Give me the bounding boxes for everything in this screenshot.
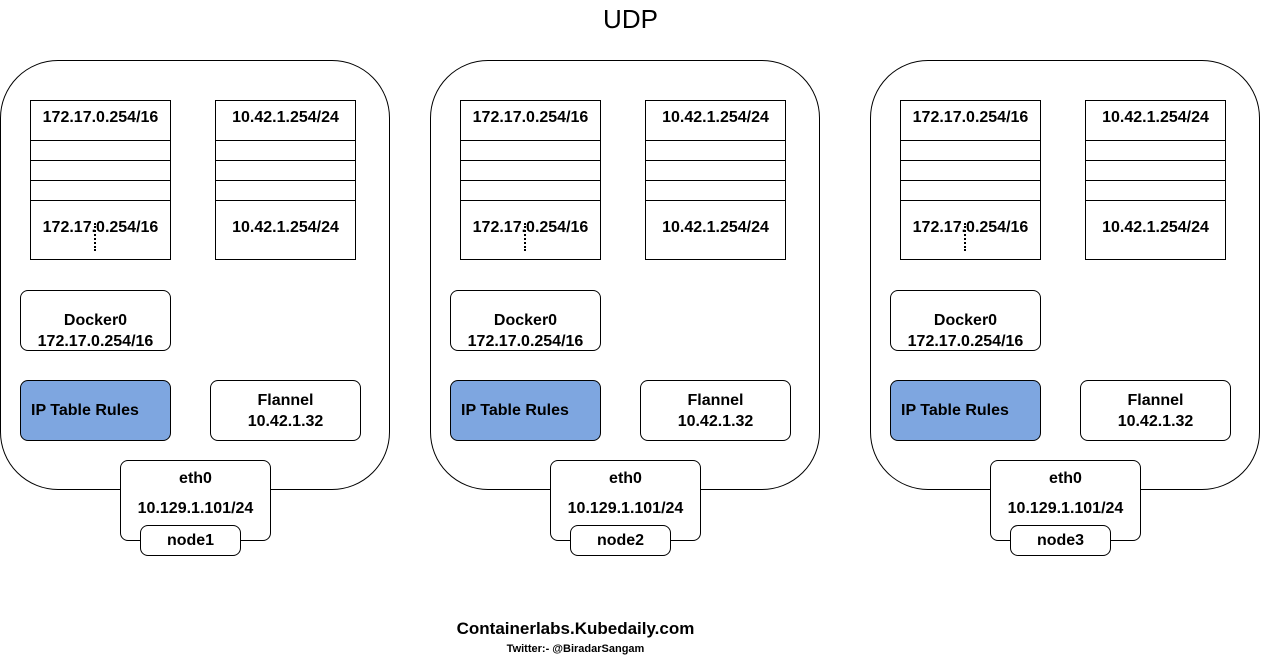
node-2-group: 172.17.0.254/16 172.17.0.254/16 10.42.1.…	[430, 60, 820, 556]
node-label: node2	[570, 525, 671, 556]
flannel-table-bottom-entry: 10.42.1.254/24	[1102, 219, 1209, 236]
flannel-name: Flannel	[1127, 392, 1184, 409]
flannel-box: Flannel 10.42.1.32	[1080, 380, 1231, 441]
bridge-route-table: 172.17.0.254/16 172.17.0.254/16	[30, 100, 171, 260]
docker0-ip: 172.17.0.254/16	[467, 333, 584, 350]
flannel-table-top-entry: 10.42.1.254/24	[662, 109, 769, 126]
dotted-connector	[524, 223, 526, 251]
node-1-group: 172.17.0.254/16 172.17.0.254/16 10.42.1.…	[0, 60, 390, 556]
bridge-table-bottom-entry: 172.17.0.254/16	[42, 219, 159, 236]
bridge-table-bottom-entry: 172.17.0.254/16	[912, 219, 1029, 236]
flannel-table-top-entry: 10.42.1.254/24	[232, 109, 339, 126]
flannel-table-top-entry: 10.42.1.254/24	[1102, 109, 1209, 126]
eth0-ip: 10.129.1.101/24	[567, 500, 684, 517]
docker0-ip: 172.17.0.254/16	[37, 333, 154, 350]
eth0-name: eth0	[179, 470, 212, 487]
docker0-box: Docker0 172.17.0.254/16	[450, 290, 601, 351]
flannel-box: Flannel 10.42.1.32	[210, 380, 361, 441]
flannel-table-bottom-entry: 10.42.1.254/24	[232, 219, 339, 236]
eth0-ip: 10.129.1.101/24	[1007, 500, 1124, 517]
footer-site: Containerlabs.Kubedaily.com	[456, 619, 695, 638]
docker0-name: Docker0	[493, 312, 558, 329]
dotted-connector	[964, 223, 966, 251]
docker0-name: Docker0	[63, 312, 128, 329]
flannel-table-bottom-entry: 10.42.1.254/24	[662, 219, 769, 236]
flannel-name: Flannel	[687, 392, 744, 409]
bridge-table-bottom-entry: 172.17.0.254/16	[472, 219, 589, 236]
bridge-table-top-entry: 172.17.0.254/16	[42, 109, 159, 126]
bridge-table-top-entry: 172.17.0.254/16	[472, 109, 589, 126]
flannel-route-table: 10.42.1.254/24 10.42.1.254/24	[215, 100, 356, 260]
node-label: node3	[1010, 525, 1111, 556]
flannel-box: Flannel 10.42.1.32	[640, 380, 791, 441]
ip-table-rules-box: IP Table Rules	[20, 380, 171, 441]
eth0-name: eth0	[1049, 470, 1082, 487]
flannel-route-table: 10.42.1.254/24 10.42.1.254/24	[1085, 100, 1226, 260]
node-3-group: 172.17.0.254/16 172.17.0.254/16 10.42.1.…	[870, 60, 1260, 556]
bridge-table-top-entry: 172.17.0.254/16	[912, 109, 1029, 126]
ip-table-rules-box: IP Table Rules	[890, 380, 1041, 441]
dotted-connector	[94, 223, 96, 251]
flannel-name: Flannel	[257, 392, 314, 409]
eth0-name: eth0	[609, 470, 642, 487]
docker0-box: Docker0 172.17.0.254/16	[890, 290, 1041, 351]
flannel-ip: 10.42.1.32	[247, 413, 324, 430]
docker0-name: Docker0	[933, 312, 998, 329]
footer-twitter: Twitter:- @BiradarSangam	[506, 643, 645, 655]
diagram-title: UDP	[603, 4, 658, 34]
bridge-route-table: 172.17.0.254/16 172.17.0.254/16	[460, 100, 601, 260]
bridge-route-table: 172.17.0.254/16 172.17.0.254/16	[900, 100, 1041, 260]
flannel-ip: 10.42.1.32	[1117, 413, 1194, 430]
docker0-box: Docker0 172.17.0.254/16	[20, 290, 171, 351]
docker0-ip: 172.17.0.254/16	[907, 333, 1024, 350]
eth0-ip: 10.129.1.101/24	[137, 500, 254, 517]
ip-table-rules-box: IP Table Rules	[450, 380, 601, 441]
flannel-route-table: 10.42.1.254/24 10.42.1.254/24	[645, 100, 786, 260]
node-label: node1	[140, 525, 241, 556]
flannel-ip: 10.42.1.32	[677, 413, 754, 430]
